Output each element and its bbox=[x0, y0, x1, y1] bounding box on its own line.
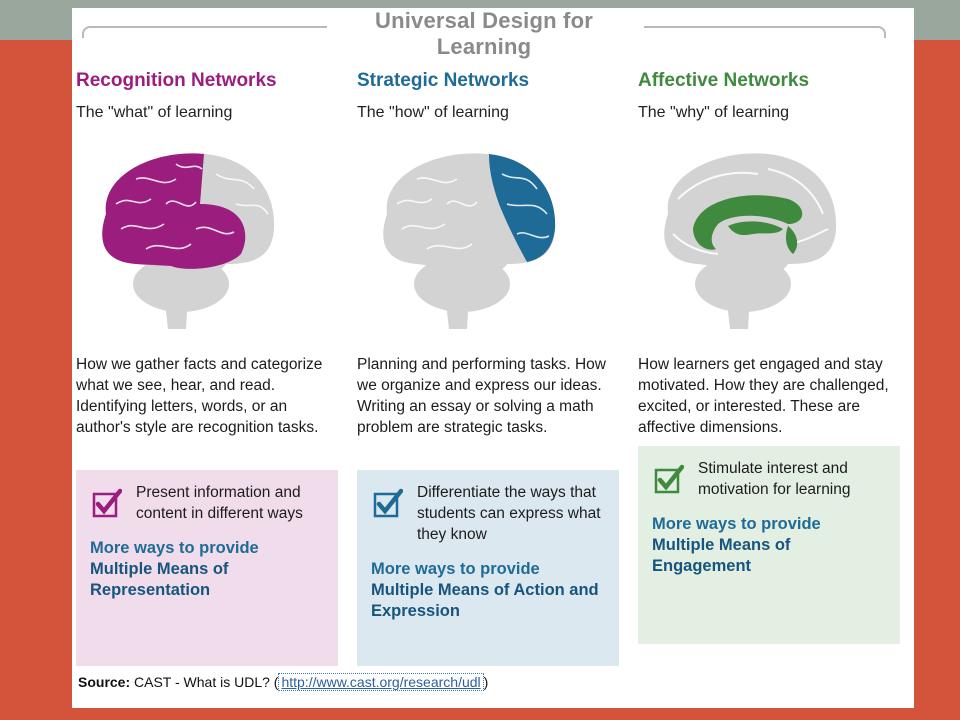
affective-description: How learners get engaged and stay motiva… bbox=[638, 356, 889, 436]
affective-more-emph: Multiple Means of Engagement bbox=[652, 536, 791, 575]
affective-title: Affective Networks bbox=[638, 70, 810, 91]
strategic-more-lead: More ways to provide bbox=[371, 560, 540, 578]
affective-checkrow: Stimulate interest and motivation for le… bbox=[652, 458, 888, 500]
recognition-more-lead: More ways to provide bbox=[90, 539, 259, 557]
strategic-subtitle: The "how" of learning bbox=[357, 104, 509, 121]
header-rule-left bbox=[82, 26, 327, 38]
recognition-more-emph: Multiple Means of Representation bbox=[90, 560, 229, 599]
source-citation: Source: CAST - What is UDL? (http://www.… bbox=[78, 673, 489, 691]
blue-checkbox-icon bbox=[373, 488, 403, 518]
page-title: Universal Design for Learning bbox=[375, 8, 593, 59]
purple-checkbox-icon bbox=[92, 488, 122, 518]
recognition-checkrow: Present information and content in diffe… bbox=[90, 482, 326, 524]
strategic-title: Strategic Networks bbox=[357, 70, 530, 91]
recognition-subtitle: The "what" of learning bbox=[76, 104, 233, 121]
green-checkbox-icon bbox=[654, 464, 684, 494]
header-rule-right bbox=[644, 26, 886, 38]
strategic-brain-icon bbox=[383, 153, 556, 329]
strategic-more: More ways to provide Multiple Means of A… bbox=[371, 559, 607, 622]
recognition-box-text: Present information and content in diffe… bbox=[136, 484, 303, 522]
strategic-description: Planning and performing tasks. How we or… bbox=[357, 356, 606, 436]
recognition-more: More ways to provide Multiple Means of R… bbox=[90, 538, 326, 601]
affective-brain-icon bbox=[664, 153, 837, 329]
recognition-brain-icon bbox=[102, 153, 275, 329]
affective-more: More ways to provide Multiple Means of E… bbox=[652, 514, 888, 577]
strategic-checkrow: Differentiate the ways that students can… bbox=[371, 482, 607, 545]
affective-column: Affective Networks The "why" of learning… bbox=[638, 70, 902, 644]
source-label: Source: bbox=[78, 674, 131, 690]
affective-subtitle: The "why" of learning bbox=[638, 104, 789, 121]
affective-more-lead: More ways to provide bbox=[652, 515, 821, 533]
strategic-column: Strategic Networks The "how" of learning… bbox=[357, 70, 621, 666]
source-text: CAST - What is UDL? ( bbox=[130, 674, 279, 690]
affective-box: Stimulate interest and motivation for le… bbox=[638, 446, 900, 644]
udl-panel: Universal Design for Learning Recognitio… bbox=[72, 8, 914, 708]
recognition-title: Recognition Networks bbox=[76, 70, 277, 91]
recognition-description: How we gather facts and categorize what … bbox=[76, 356, 323, 436]
affective-box-text: Stimulate interest and motivation for le… bbox=[698, 460, 851, 498]
source-close: ) bbox=[483, 674, 489, 690]
recognition-column: Recognition Networks The "what" of learn… bbox=[76, 70, 340, 666]
source-link[interactable]: http://www.cast.org/research/udl bbox=[278, 673, 484, 691]
strategic-box-text: Differentiate the ways that students can… bbox=[417, 484, 601, 543]
recognition-box: Present information and content in diffe… bbox=[76, 470, 338, 666]
strategic-more-emph: Multiple Means of Action and Expression bbox=[371, 581, 599, 620]
strategic-box: Differentiate the ways that students can… bbox=[357, 470, 619, 666]
